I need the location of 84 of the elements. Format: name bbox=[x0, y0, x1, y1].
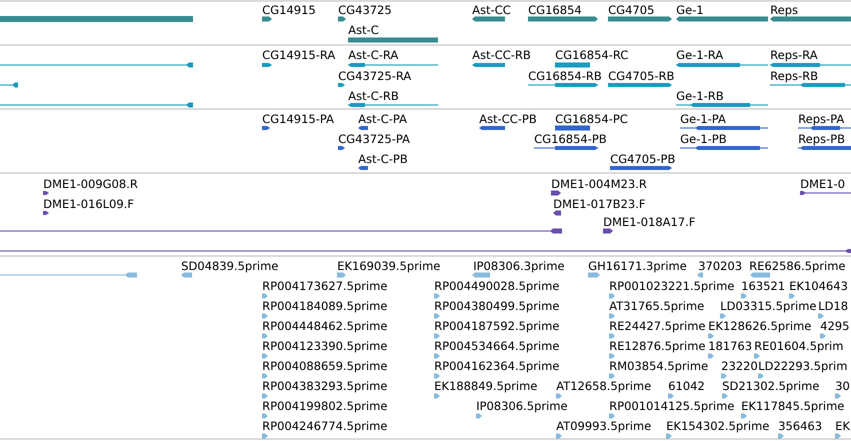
feature-label: Reps-RB bbox=[771, 72, 818, 82]
feature-label: RE12876.5prime bbox=[610, 341, 705, 352]
feature-label: RP004184089.5prime bbox=[263, 301, 387, 312]
feature-label: Reps-PA bbox=[799, 114, 844, 126]
feature-label: CG43725-RA bbox=[338, 71, 412, 80]
feature-label: LD03315.5prime bbox=[721, 301, 816, 312]
feature-label: RP004246774.5prime bbox=[263, 421, 387, 432]
feature-label: RP004162364.5prime bbox=[435, 361, 559, 372]
feature-label: Ge-1-RB bbox=[676, 91, 723, 100]
feature-label: Reps bbox=[771, 6, 798, 16]
feature-label: EK104643 bbox=[790, 281, 847, 290]
feature-label: 356463 bbox=[779, 421, 822, 430]
feature-label: DME1-016L09.F bbox=[44, 199, 134, 208]
feature-label: CG16854 bbox=[528, 5, 582, 14]
feature-label: CG4705 bbox=[608, 5, 654, 14]
feature-label: Ge-1 bbox=[676, 5, 703, 14]
feature-label: CG16854-RB bbox=[528, 71, 601, 80]
feature-label: GH16171.3prime bbox=[588, 261, 686, 272]
feature-label: Ast-C-RB bbox=[348, 91, 398, 100]
feature-label: CG16854-PB bbox=[534, 134, 606, 144]
feature-label: Ge-1-PA bbox=[680, 114, 726, 124]
feature-label: RE01604.5prim bbox=[755, 341, 842, 352]
feature-label: 30 bbox=[836, 381, 850, 390]
feature-label: RP001023221.5prime bbox=[610, 281, 734, 292]
feature-label: 181763 bbox=[709, 341, 752, 350]
feature-label: RP004088659.5prime bbox=[263, 361, 387, 372]
feature-label: Ge-1-RA bbox=[676, 50, 724, 60]
feature-label: RP004448462.5prime bbox=[263, 321, 387, 332]
feature-label: RP004173627.5prime bbox=[263, 281, 387, 292]
feature-label: LD18 bbox=[819, 301, 848, 310]
feature-label: EK bbox=[836, 422, 850, 430]
feature-label: DME1-009G08.R bbox=[44, 179, 138, 188]
feature-label: RM03854.5prime bbox=[610, 361, 708, 372]
feature-label: EK128626.5prime bbox=[709, 321, 811, 332]
feature-label: Ast-C bbox=[348, 25, 378, 34]
feature-label: RP004123390.5prime bbox=[263, 341, 387, 352]
feature-label: Reps-PB bbox=[799, 134, 844, 146]
feature-label: EK117845.5prime bbox=[742, 401, 844, 412]
feature-label: Ge-1-PB bbox=[680, 134, 726, 144]
feature-label: CG14915-PA bbox=[262, 114, 334, 124]
feature-label: RP004383293.5prime bbox=[263, 381, 387, 392]
feature-label: AT12658.5prime bbox=[556, 381, 651, 392]
feature-label: Reps-RA bbox=[771, 50, 818, 62]
feature-label: EK188849.5prime bbox=[435, 381, 537, 392]
feature-label: RE24427.5prime bbox=[610, 321, 705, 332]
feature-label: EK169039.5prime bbox=[338, 261, 440, 272]
feature-label: RP004380499.5prime bbox=[435, 301, 559, 312]
feature-label: AT09993.5prime bbox=[556, 421, 651, 432]
feature-label: Ast-CC bbox=[472, 5, 510, 14]
feature-label: CG43725-PA bbox=[338, 134, 410, 144]
feature-label: AT31765.5prime bbox=[609, 301, 704, 312]
feature-label: SD04839.5prime bbox=[182, 261, 278, 272]
feature-label: CG14915-RA bbox=[262, 50, 336, 60]
feature-label: DME1-017B23.F bbox=[554, 199, 645, 208]
feature-label: DME1-018A17.F bbox=[604, 217, 695, 226]
feature-label: IP08306.5prime bbox=[477, 401, 567, 412]
feature-label: RP001014125.5prime bbox=[610, 401, 734, 412]
feature-label: CG14915 bbox=[262, 5, 315, 14]
feature-label: Ast-CC-PB bbox=[479, 114, 536, 124]
feature-label: EK154302.5prime bbox=[667, 421, 769, 432]
feature-label: LD22293.5prim bbox=[759, 361, 846, 372]
feature-label: CG4705-RB bbox=[608, 71, 674, 80]
feature-label: CG4705-PB bbox=[610, 154, 675, 164]
feature-label: DME1-0 bbox=[801, 179, 844, 188]
feature-label: CG16854-RC bbox=[556, 50, 628, 60]
feature-label: DME1-004M23.R bbox=[552, 179, 647, 188]
feature-label: CG16854-PC bbox=[556, 114, 628, 124]
feature-label: Ast-C-PA bbox=[358, 114, 407, 124]
feature-label: RP004187592.5prime bbox=[435, 321, 559, 332]
feature-label: RE62586.5prime bbox=[750, 261, 845, 272]
feature-label: SD21302.5prime bbox=[722, 381, 819, 392]
feature-label: 163521 bbox=[742, 281, 784, 290]
feature-label: RP004199802.5prime bbox=[263, 401, 387, 412]
feature-label: RP004534664.5prime bbox=[435, 341, 559, 352]
feature-label: Ast-C-PB bbox=[358, 154, 407, 164]
feature-label: 4295 bbox=[820, 321, 848, 330]
feature-label: CG43725 bbox=[338, 5, 391, 14]
feature-label: RP004490028.5prime bbox=[435, 281, 559, 292]
feature-label: 61042 bbox=[669, 381, 704, 390]
feature-label: IP08306.3prime bbox=[474, 261, 564, 272]
feature-label: 23220 bbox=[722, 361, 757, 370]
feature-label: Ast-CC-RB bbox=[472, 50, 530, 60]
feature-label: Ast-C-RA bbox=[348, 50, 398, 60]
feature-label: 370203 bbox=[699, 261, 742, 270]
